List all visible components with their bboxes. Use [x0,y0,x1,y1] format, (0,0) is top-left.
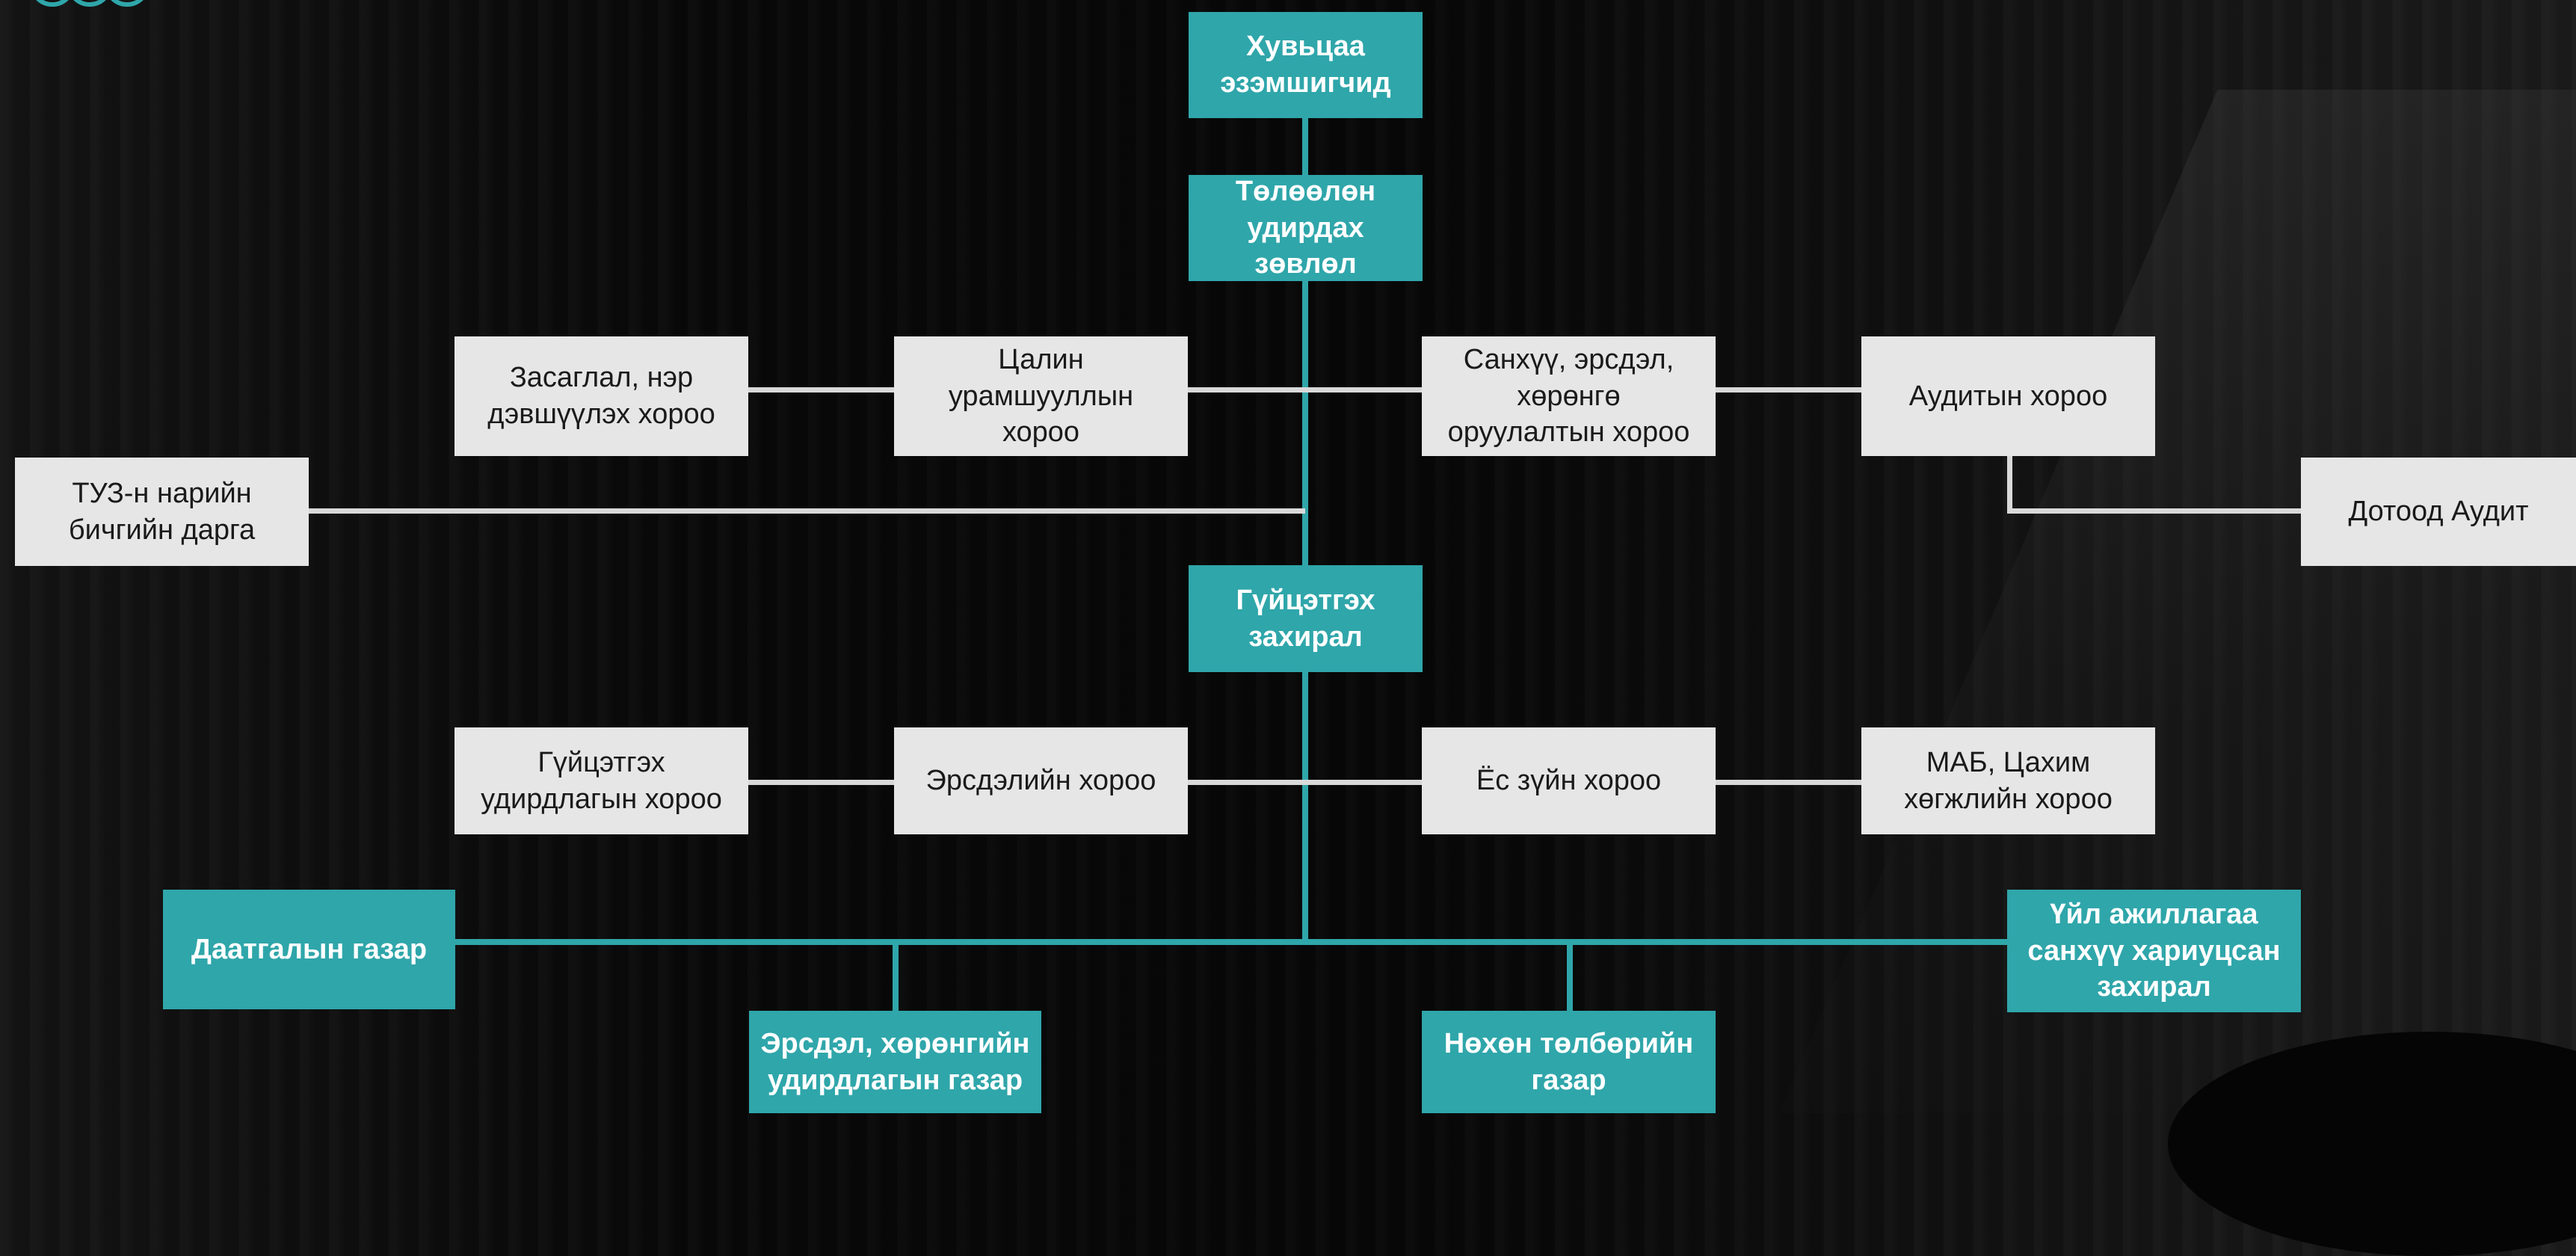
connector-ceo-departments [1302,672,1308,945]
node-it-committee-label: МАБ, Цахим хөгжлийн хороо [1904,746,2113,815]
node-shareholders-label: Хувьцаа эзэмшигчид [1220,31,1391,99]
node-claims-dept-label: Нөхөн төлбөрийн газар [1443,1027,1694,1096]
connector-risk-asset-dept [893,942,899,1012]
node-finance-risk-committee-label: Санхүү, эрсдэл, хөрөнгө оруулалтын хороо [1447,344,1690,449]
node-board-secretary-label: ТУЗ-н нарийн бичгийн дарга [68,477,256,546]
node-it-committee: МАБ, Цахим хөгжлийн хороо [1861,727,2155,834]
node-risk-asset-dept: Эрсдэл, хөрөнгийн удирдлагын газар [749,1011,1041,1113]
node-insurance-dept: Даатгалын газар [163,890,455,1009]
node-board-secretary: ТУЗ-н нарийн бичгийн дарга [15,458,309,566]
connector-shareholders-board [1302,118,1308,175]
node-coo: Үйл ажиллагаа санхүү хариуцсан захирал [2007,890,2301,1012]
node-coo-label: Үйл ажиллагаа санхүү хариуцсан захирал [2027,899,2281,1003]
node-exec-committee: Гүйцэтгэх удирдлагын хороо [455,727,748,834]
node-ethics-committee: Ёс зүйн хороо [1422,727,1716,834]
connector-audit-down [2007,455,2012,514]
node-governance-committee-label: Засаглал, нэр дэвшүүлэх хороо [487,362,715,430]
node-governance-committee: Засаглал, нэр дэвшүүлэх хороо [455,336,748,456]
node-risk-committee-label: Эрсдэлийн хороо [925,765,1156,797]
node-ethics-committee-label: Ёс зүйн хороо [1476,765,1662,797]
node-board-label: Төлөөлөн удирдах зөвлөл [1235,176,1376,280]
connector-internal-audit [2007,508,2303,514]
node-shareholders: Хувьцаа эзэмшигчид [1189,12,1423,118]
node-internal-audit-label: Дотоод Аудит [2348,496,2529,528]
node-risk-asset-dept-label: Эрсдэл, хөрөнгийн удирдлагын газар [760,1027,1030,1096]
node-board: Төлөөлөн удирдах зөвлөл [1189,175,1423,281]
connector-department-bar [455,939,2009,945]
node-claims-dept: Нөхөн төлбөрийн газар [1422,1011,1716,1113]
node-exec-committee-label: Гүйцэтгэх удирдлагын хороо [481,746,722,815]
node-risk-committee: Эрсдэлийн хороо [894,727,1188,834]
node-remuneration-committee: Цалин урамшууллын хороо [894,336,1188,456]
connector-board-secretary [308,508,1305,514]
connector-board-ceo [1302,281,1308,565]
node-remuneration-committee-label: Цалин урамшууллын хороо [948,344,1134,449]
node-ceo-label: Гүйцэтгэх захирал [1236,584,1375,653]
node-finance-risk-committee: Санхүү, эрсдэл, хөрөнгө оруулалтын хороо [1422,336,1716,456]
node-internal-audit: Дотоод Аудит [2301,458,2576,566]
node-audit-committee-label: Аудитын хороо [1908,380,2108,412]
connector-claims-dept [1567,942,1573,1012]
connector-board-committees [748,387,1864,392]
node-ceo: Гүйцэтгэх захирал [1189,565,1423,672]
node-insurance-dept-label: Даатгалын газар [191,933,428,965]
connector-ceo-committees [748,780,1864,785]
logo-icon [36,0,144,7]
node-audit-committee: Аудитын хороо [1861,336,2155,456]
